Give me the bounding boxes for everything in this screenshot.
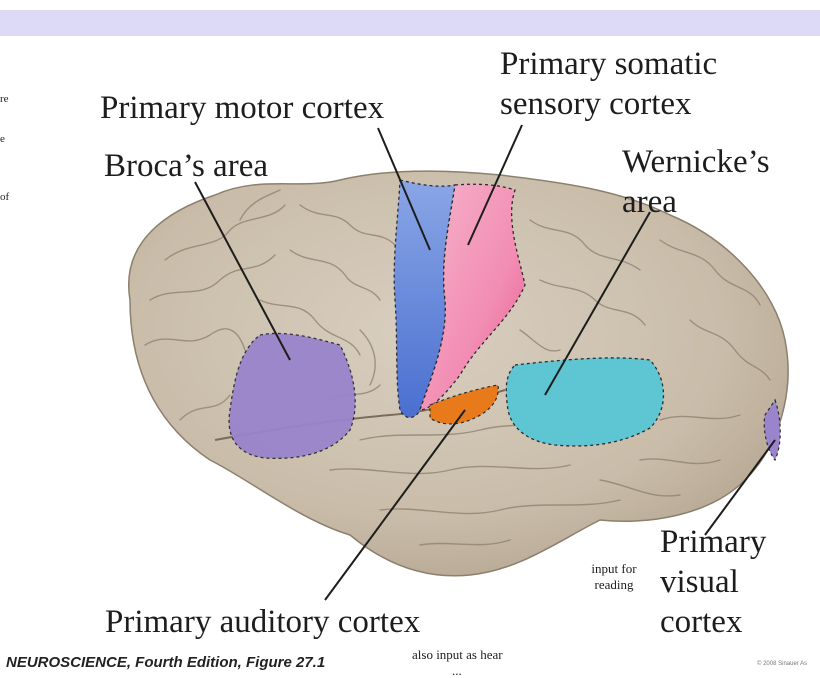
primary-sensory-region bbox=[419, 183, 526, 411]
side-note-1: re bbox=[0, 93, 9, 105]
primary-auditory-region bbox=[429, 384, 499, 425]
side-note-2: e bbox=[0, 133, 5, 145]
label-primary-visual-line2: visual bbox=[660, 564, 739, 600]
side-note-3: of bbox=[0, 191, 10, 203]
leader-lines bbox=[194, 124, 776, 601]
note-input-for-reading-line1: input for bbox=[591, 561, 637, 576]
note-input-for-reading-line2: reading bbox=[594, 577, 634, 592]
label-wernickes-line2: area bbox=[622, 184, 677, 220]
brocas-area-region bbox=[228, 332, 356, 460]
label-primary-visual-line3: cortex bbox=[660, 604, 743, 640]
wernickes-area-region bbox=[505, 357, 665, 447]
copyright-note: © 2008 Sinauer As bbox=[757, 661, 808, 667]
label-primary-somatic-line2: sensory cortex bbox=[500, 86, 692, 122]
header-bar bbox=[0, 10, 820, 36]
label-brocas-area: Broca’s area bbox=[104, 148, 268, 184]
label-primary-visual-line1: Primary bbox=[660, 524, 767, 560]
label-wernickes-line1: Wernicke’s bbox=[622, 144, 770, 180]
label-primary-somatic-line1: Primary somatic bbox=[500, 46, 718, 82]
primary-motor-region bbox=[393, 179, 456, 419]
label-primary-auditory-cortex: Primary auditory cortex bbox=[105, 604, 421, 640]
note-also-input-as-hear: also input as hear bbox=[412, 647, 503, 662]
label-primary-motor-cortex: Primary motor cortex bbox=[100, 90, 385, 126]
primary-visual-region bbox=[763, 398, 781, 462]
figure-caption: NEUROSCIENCE, Fourth Edition, Figure 27.… bbox=[6, 654, 326, 671]
